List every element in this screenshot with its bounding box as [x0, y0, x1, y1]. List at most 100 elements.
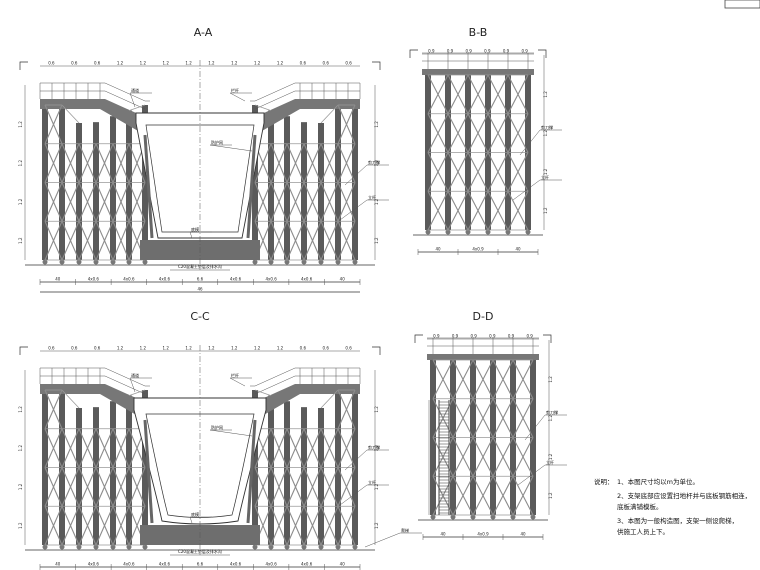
dim-label: 4x0.6 [265, 277, 277, 282]
brace [95, 428, 114, 468]
cut-mark [19, 346, 28, 355]
dim-label: 4x0.6 [265, 562, 277, 567]
post-foot [59, 544, 65, 550]
ladder [428, 400, 450, 515]
side-dim-label: 1.2 [374, 444, 379, 451]
post-foot [252, 259, 258, 265]
dim-label: 4x0.6 [159, 277, 171, 282]
side-dim-label: 1.2 [18, 237, 23, 244]
dim-top-label: 1.2 [117, 61, 124, 66]
brace [492, 437, 514, 477]
callout-4: 剪刀撑 [368, 444, 380, 450]
dim-label: 4x0.6 [301, 562, 313, 567]
ledger [320, 389, 339, 409]
post-foot [505, 229, 511, 235]
brace [452, 437, 474, 477]
brace [427, 74, 449, 115]
brace [487, 152, 509, 192]
ledger [61, 104, 80, 124]
brace [467, 190, 489, 231]
brace [303, 428, 322, 468]
brace [270, 428, 288, 468]
brace [112, 467, 130, 507]
brace [44, 221, 63, 261]
ledger [254, 104, 272, 111]
dim-label: 40 [340, 562, 346, 567]
ledger [128, 104, 146, 111]
brace [95, 467, 114, 507]
post-foot [318, 259, 324, 265]
ledger [61, 389, 80, 409]
dim-top-label: 0.6 [300, 346, 307, 351]
post [318, 408, 324, 545]
brace [61, 428, 80, 468]
brace [286, 506, 305, 546]
brace [44, 467, 63, 507]
ledger [128, 389, 146, 396]
brace [112, 221, 130, 261]
brace [507, 113, 529, 153]
post-foot [252, 544, 258, 550]
dim-label: 6.6 [197, 277, 204, 282]
dim-top-label: 1.2 [208, 61, 215, 66]
dim-top-label: 1.2 [140, 346, 147, 351]
cross-braces-b [427, 74, 529, 231]
brace [427, 113, 449, 153]
dim-label: 4x0.6 [88, 277, 100, 282]
stay-right [246, 419, 257, 524]
side-dim-label: 1.2 [543, 168, 548, 175]
brace [507, 152, 529, 192]
post-foot [352, 544, 358, 550]
section-title-c: C-C [190, 310, 210, 323]
dim-top-label: 0.9 [503, 49, 510, 54]
leader [209, 144, 253, 152]
dim-label: 4x0.6 [230, 277, 242, 282]
dim-top-label: 0.6 [323, 346, 330, 351]
post-foot [126, 544, 132, 550]
dim-top-label: 1.2 [185, 61, 192, 66]
callout-5: 立杆 [368, 194, 376, 200]
post-foot [284, 259, 290, 265]
dim-top-label: 0.6 [345, 346, 352, 351]
post-foot [335, 259, 341, 265]
post [76, 408, 82, 545]
brace [320, 143, 339, 183]
side-dim-label: 1.2 [18, 198, 23, 205]
brace [337, 428, 356, 468]
brace [492, 398, 514, 438]
note-2: 2、支架底部应设置扫地杆并与底板钢筋相连， [617, 491, 751, 500]
stay-left [143, 134, 154, 239]
callout-6: 爬梯 [401, 527, 409, 533]
post-foot [110, 259, 116, 265]
brace [337, 221, 356, 261]
brace [512, 437, 534, 477]
note-2b: 底板满铺模板。 [617, 502, 663, 511]
post [268, 395, 274, 545]
post-foot [268, 544, 274, 550]
brace [427, 152, 449, 192]
notes-heading: 说明： [594, 477, 614, 486]
post-foot [445, 229, 451, 235]
dim-label: 40 [515, 247, 521, 252]
leader [229, 377, 246, 387]
post [284, 116, 290, 260]
dim-label: 40 [520, 532, 526, 537]
brace [44, 428, 63, 468]
brace [286, 428, 305, 468]
rail-right [250, 82, 360, 102]
section-title-b: B-B [469, 26, 488, 39]
rail-left [40, 367, 150, 387]
cross-braces-d [432, 359, 534, 516]
side-dim-label: 1.2 [548, 414, 553, 421]
post-foot [142, 544, 148, 550]
brace [447, 152, 469, 192]
dim-top-label: 0.9 [428, 49, 435, 54]
rail-left [40, 82, 150, 102]
brace [487, 113, 509, 153]
post-foot [352, 259, 358, 265]
brace [320, 428, 339, 468]
